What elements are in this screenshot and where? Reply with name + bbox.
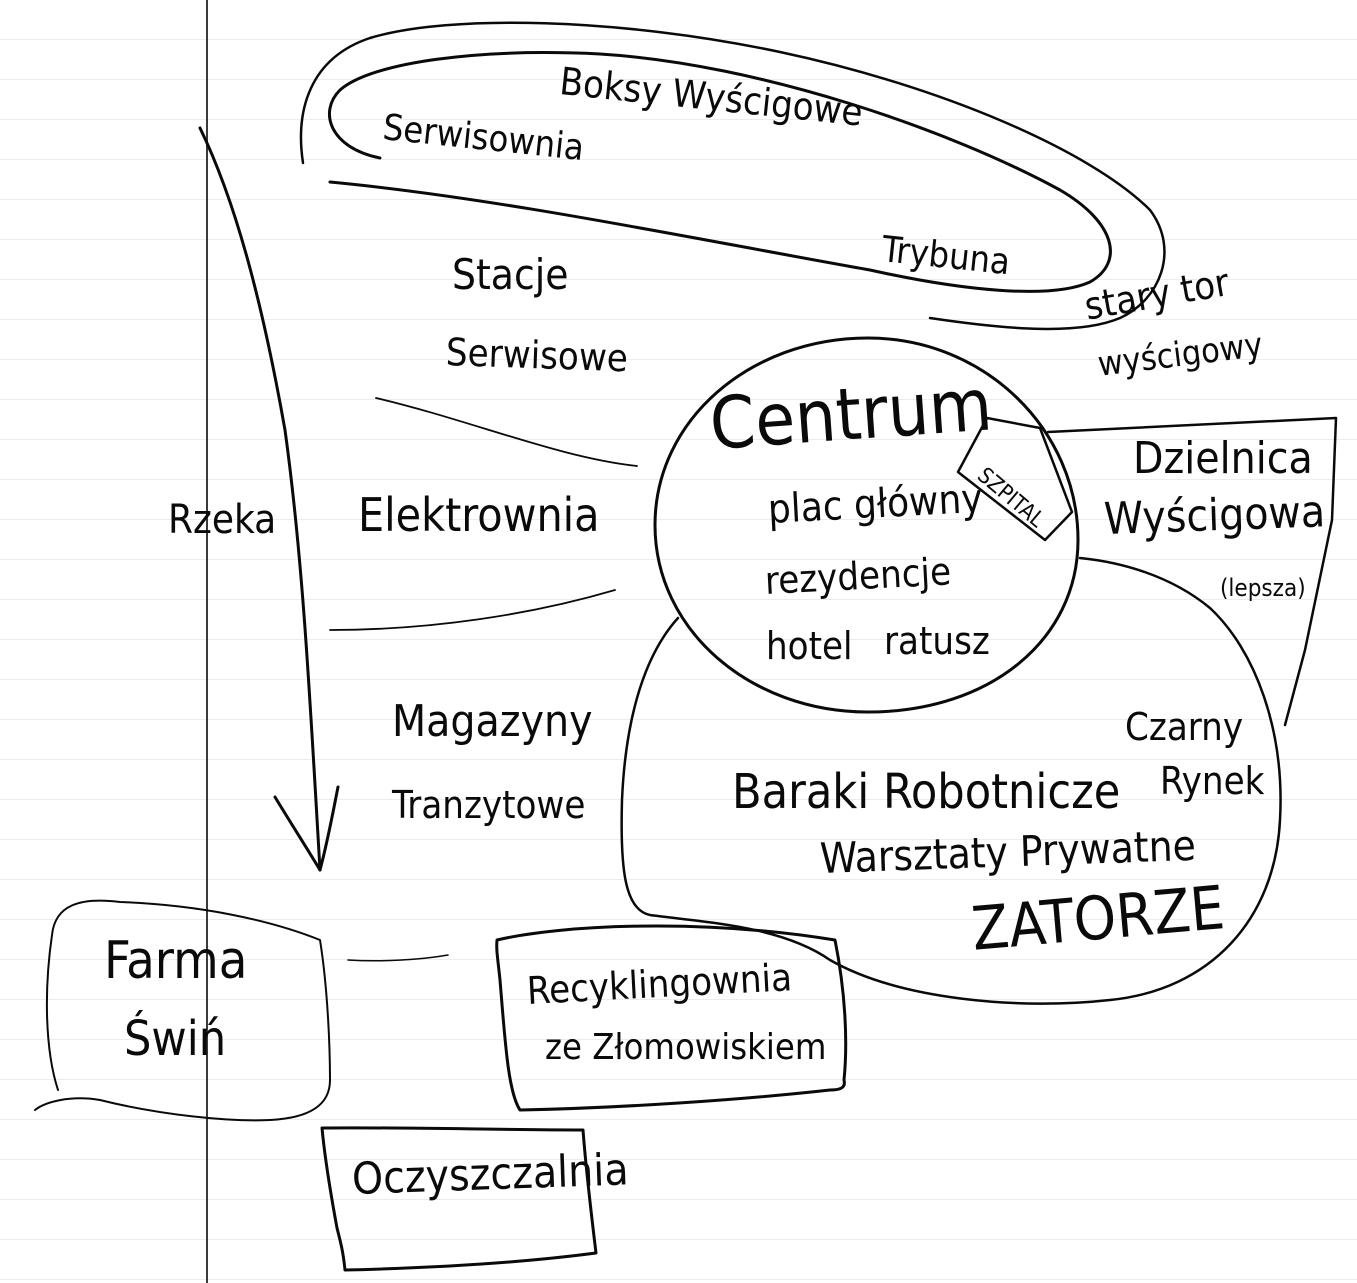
- label-plac-glowny: plac główny: [766, 475, 984, 533]
- label-farma: Farma: [104, 931, 248, 991]
- label-dzielnica-3: (lepsza): [1220, 574, 1306, 602]
- label-hotel: hotel: [766, 624, 853, 668]
- notebook-margin-line: [206, 0, 208, 1283]
- label-rezydencje: rezydencje: [763, 549, 953, 603]
- label-magazyny-2: Tranzytowe: [392, 783, 586, 827]
- divider-stacje-elektrownia: [375, 397, 638, 467]
- label-magazyny-1: Magazyny: [392, 696, 593, 747]
- label-swin: Świń: [124, 1011, 227, 1067]
- race-track-outer-loop: [299, 21, 1166, 331]
- label-ze-zlomowiskiem: ze Złomowiskiem: [545, 1027, 827, 1068]
- label-baraki-robotnicze: Baraki Robotnicze: [732, 764, 1121, 820]
- oczyszczalnia-box: [320, 1126, 598, 1272]
- rzeka-arrow-shaft: [198, 126, 322, 872]
- label-czarny: Czarny: [1125, 705, 1244, 749]
- label-rynek: Rynek: [1160, 759, 1265, 803]
- label-rzeka: Rzeka: [168, 497, 277, 543]
- szpital-box: [956, 416, 1074, 542]
- rzeka-arrow-head: [273, 785, 340, 872]
- dzielnica-box: [1046, 416, 1338, 727]
- centrum-circle: [653, 336, 1080, 714]
- zatorze-blob: [620, 556, 1282, 1005]
- farma-box: [34, 899, 331, 1122]
- label-stacje-1: Stacje: [452, 250, 569, 299]
- race-track-inner-loop: [328, 51, 1112, 293]
- label-warsztaty-prywatne: Warsztaty Prywatne: [819, 820, 1197, 883]
- label-stacje-2: Serwisowe: [445, 330, 629, 381]
- label-elektrownia: Elektrownia: [358, 488, 600, 542]
- recykling-box: [495, 924, 848, 1112]
- divider-elektrownia-magazyny: [329, 589, 616, 631]
- label-ratusz: ratusz: [884, 619, 990, 663]
- connector-farma-recykling: [347, 954, 449, 962]
- label-centrum: Centrum: [707, 362, 995, 466]
- label-dzielnica-1: Dzielnica: [1133, 433, 1313, 484]
- label-dzielnica-2: Wyścigowa: [1103, 486, 1326, 545]
- label-oczyszczalnia: Oczyszczalnia: [351, 1144, 630, 1205]
